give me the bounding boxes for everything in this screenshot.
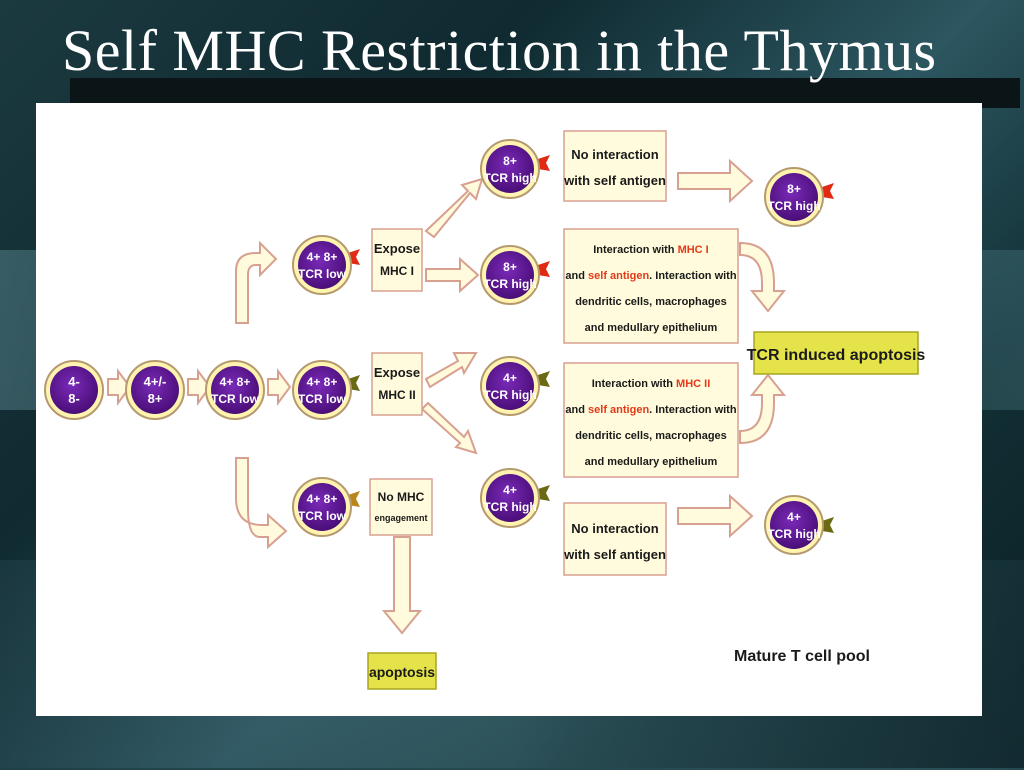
arrow-curve-down <box>739 241 787 313</box>
cell-line2: TCR high <box>483 500 536 514</box>
cell-line1: 4+ 8+ <box>307 375 338 389</box>
cell-transition: 4+/- 8+ <box>125 360 185 420</box>
mature-pool-label: Mature T cell pool <box>734 648 870 665</box>
box-no-mhc: No MHC engagement <box>369 478 433 536</box>
cell-mature-cd4: 4+ TCR high <box>764 495 824 555</box>
cell-line1: 8+ <box>503 260 517 274</box>
cell-line1: 4+ 8+ <box>307 492 338 506</box>
slide-title: Self MHC Restriction in the Thymus <box>62 18 937 83</box>
diagram-panel: 4- 8- 4+/- 8+ 4+ 8+ TCR low 4+ 8+ TCR lo… <box>36 103 982 716</box>
box-expose-mhc1: Expose MHC I <box>371 228 423 292</box>
box-line2: with self antigen <box>563 173 666 188</box>
cell-dp: 4+ 8+ TCR low <box>205 360 265 420</box>
arrow-right <box>107 368 132 406</box>
cell-line1: 8+ <box>503 154 517 168</box>
arrow-diagonal <box>424 352 478 389</box>
label-text: apoptosis <box>369 664 435 680</box>
cd8-receptor <box>538 261 550 277</box>
cell-line2: 8- <box>68 391 80 406</box>
cell-cd8-no-interaction: 8+ TCR high <box>480 139 540 199</box>
box-interaction-mhc2: Interaction with MHC II and self antigen… <box>563 362 739 478</box>
box-line2: MHC II <box>378 388 415 402</box>
box-line1: No MHC <box>378 490 425 504</box>
box-line1: Interaction with MHC I <box>593 244 709 256</box>
cell-line1: 4+ 8+ <box>307 250 338 264</box>
arrow-right <box>677 493 754 539</box>
cell-line2: TCR low <box>298 509 347 523</box>
box-line4: and medullary epithelium <box>585 322 718 334</box>
box-expose-mhc2: Expose MHC II <box>371 352 423 416</box>
cell-line2: TCR high <box>483 277 536 291</box>
cell-line1: 4+/- <box>144 374 167 389</box>
cell-line2: 8+ <box>148 391 163 406</box>
box-no-interaction-top: No interaction with self antigen <box>563 130 667 202</box>
label-tcr-induced-apoptosis: TCR induced apoptosis <box>747 331 926 375</box>
box-line3: dendritic cells, macrophages <box>575 430 727 442</box>
box-line1: Expose <box>374 365 420 380</box>
cell-line1: 4+ <box>503 371 517 385</box>
cd4-receptor <box>822 517 834 533</box>
cell-cd4-interaction: 4+ TCR high <box>480 356 540 416</box>
box-line2: engagement <box>374 513 427 523</box>
arrow-diagonal <box>420 401 478 455</box>
box-line2: and self antigen. Interaction with <box>565 270 736 282</box>
cd8-receptor <box>538 155 550 171</box>
arrow-curve-down <box>235 457 288 550</box>
box-no-interaction-bottom: No interaction with self antigen <box>563 502 667 576</box>
arrow-curve-up <box>739 373 787 445</box>
cell-line2: TCR high <box>767 199 820 213</box>
cell-line1: 4- <box>68 374 80 389</box>
cd4-receptor <box>538 485 550 501</box>
box-line2: MHC I <box>380 264 414 278</box>
label-apoptosis: apoptosis <box>367 652 437 690</box>
arrows <box>107 158 787 635</box>
cell-line2: TCR low <box>298 392 347 406</box>
box-line2: and self antigen. Interaction with <box>565 404 736 416</box>
box-interaction-mhc1: Interaction with MHC I and self antigen.… <box>563 228 739 344</box>
arrow-diagonal <box>424 177 484 239</box>
cell-line1: 4+ <box>787 510 801 524</box>
cell-line2: TCR high <box>483 171 536 185</box>
arrow-right <box>187 368 212 406</box>
cell-mature-cd8: 8+ TCR high <box>764 167 824 227</box>
cell-dn: 4- 8- <box>44 360 104 420</box>
arrow-right <box>425 256 480 294</box>
cell-dp-mhc2: 4+ 8+ TCR low <box>292 360 352 420</box>
box-line1: No interaction <box>571 147 658 162</box>
cell-cd8-interaction: 8+ TCR high <box>480 245 540 305</box>
box-line1: Interaction with MHC II <box>592 378 711 390</box>
cell-line1: 4+ <box>503 483 517 497</box>
cell-dp-none: 4+ 8+ TCR low <box>292 477 352 537</box>
label-text: TCR induced apoptosis <box>747 347 926 364</box>
box-line4: and medullary epithelium <box>585 456 718 468</box>
arrow-right <box>677 158 754 204</box>
cd8-receptor <box>822 183 834 199</box>
arrow-down <box>381 536 423 635</box>
cell-dp-mhc1: 4+ 8+ TCR low <box>292 235 352 295</box>
cell-line1: 8+ <box>787 182 801 196</box>
cell-line2: TCR high <box>767 527 820 541</box>
box-line1: No interaction <box>571 521 658 536</box>
cd4-receptor <box>538 371 550 387</box>
cell-line2: TCR high <box>483 388 536 402</box>
arrow-curve-up <box>235 240 278 324</box>
box-line2: with self antigen <box>563 547 666 562</box>
thymus-diagram: 4- 8- 4+/- 8+ 4+ 8+ TCR low 4+ 8+ TCR lo… <box>44 130 926 690</box>
cell-line1: 4+ 8+ <box>220 375 251 389</box>
box-line3: dendritic cells, macrophages <box>575 296 727 308</box>
arrow-right <box>267 368 292 406</box>
box-line1: Expose <box>374 241 420 256</box>
cell-line2: TCR low <box>211 392 260 406</box>
cell-cd4-no-interaction: 4+ TCR high <box>480 468 540 528</box>
cell-line2: TCR low <box>298 267 347 281</box>
